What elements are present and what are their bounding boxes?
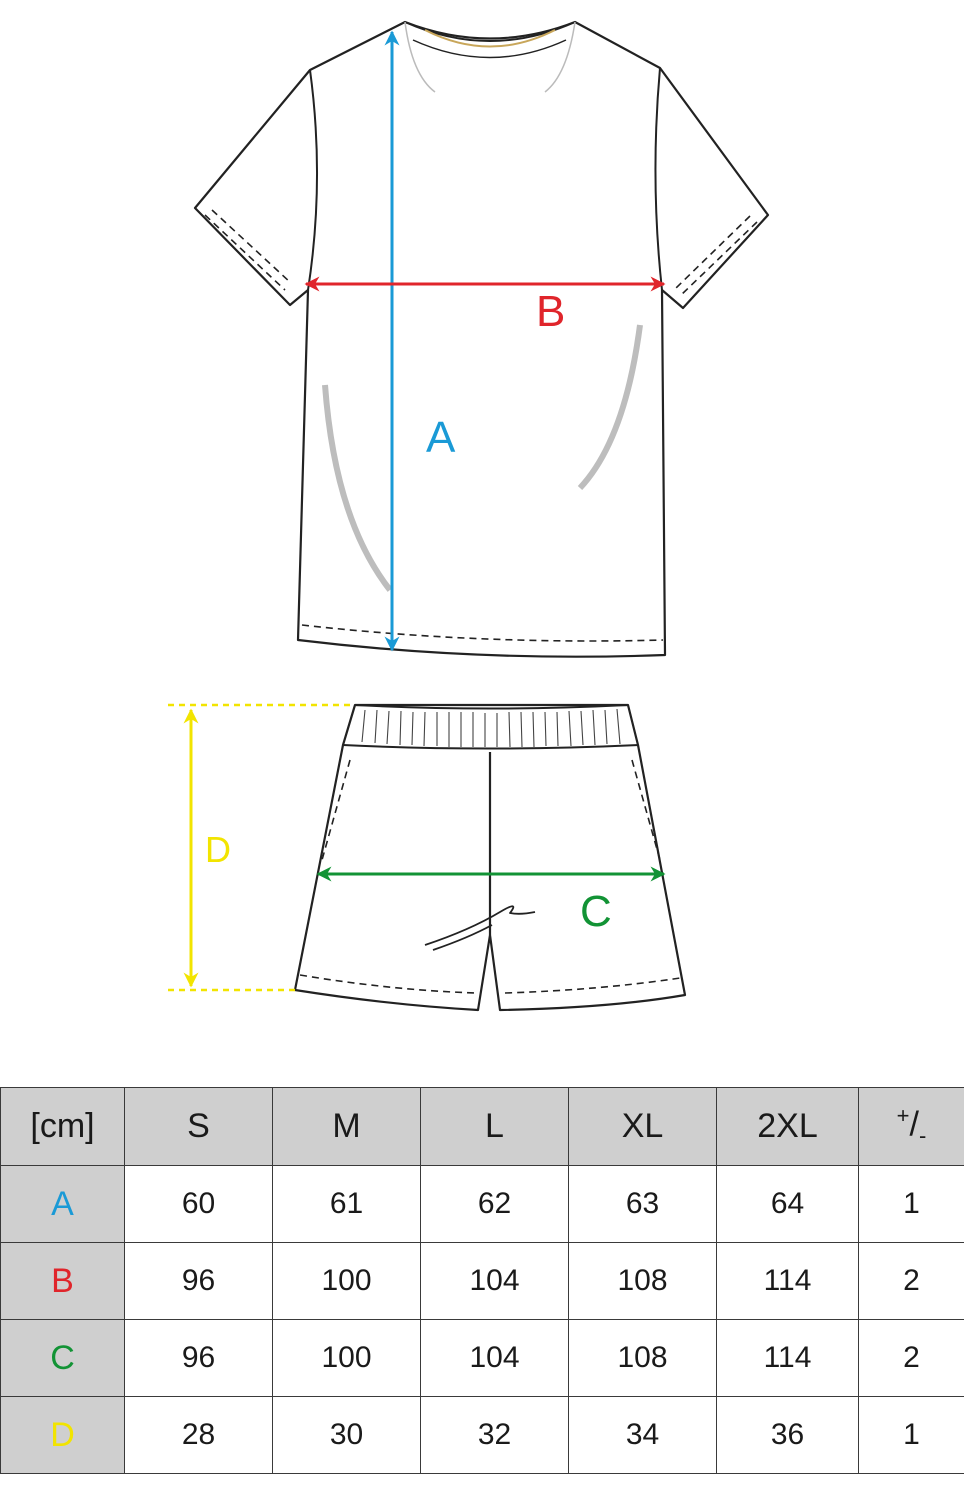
table-cell: 114: [716, 1319, 859, 1397]
unit-header: [cm]: [0, 1087, 125, 1166]
table-row: D 28 30 32 34 36 1: [0, 1396, 964, 1474]
table-cell: 64: [716, 1165, 859, 1243]
dimension-b-label: B: [536, 287, 565, 336]
table-header-row: [cm] S M L XL 2XL +/-: [0, 1087, 964, 1166]
size-header: 2XL: [716, 1087, 859, 1166]
table-cell: 36: [716, 1396, 859, 1474]
dimension-c-label: C: [580, 887, 612, 936]
tolerance-cell: 2: [858, 1319, 964, 1397]
row-label-d: D: [0, 1396, 125, 1474]
size-header: XL: [568, 1087, 717, 1166]
row-label-c: C: [0, 1319, 125, 1397]
table-cell: 100: [272, 1319, 421, 1397]
table-cell: 32: [420, 1396, 569, 1474]
tshirt-drawing: [193, 20, 770, 658]
table-row: B 96 100 104 108 114 2: [0, 1242, 964, 1320]
tolerance-cell: 2: [858, 1242, 964, 1320]
table-row: C 96 100 104 108 114 2: [0, 1319, 964, 1397]
size-header: M: [272, 1087, 421, 1166]
table-cell: 104: [420, 1319, 569, 1397]
table-cell: 28: [124, 1396, 273, 1474]
size-header: L: [420, 1087, 569, 1166]
table-cell: 96: [124, 1242, 273, 1320]
table-cell: 61: [272, 1165, 421, 1243]
size-table: [cm] S M L XL 2XL +/- A 60 61 62 63 64 1…: [0, 1087, 964, 1474]
table-cell: 30: [272, 1396, 421, 1474]
table-cell: 63: [568, 1165, 717, 1243]
table-cell: 62: [420, 1165, 569, 1243]
table-row: A 60 61 62 63 64 1: [0, 1165, 964, 1243]
table-cell: 100: [272, 1242, 421, 1320]
dimension-d-label: D: [205, 829, 231, 870]
tolerance-cell: 1: [858, 1396, 964, 1474]
table-cell: 114: [716, 1242, 859, 1320]
table-cell: 60: [124, 1165, 273, 1243]
dimension-a-label: A: [426, 413, 456, 462]
table-cell: 34: [568, 1396, 717, 1474]
table-cell: 96: [124, 1319, 273, 1397]
row-label-b: B: [0, 1242, 125, 1320]
row-label-a: A: [0, 1165, 125, 1243]
tolerance-header: +/-: [858, 1087, 964, 1166]
garment-illustration: A B C D: [168, 20, 770, 1012]
table-cell: 108: [568, 1319, 717, 1397]
tolerance-cell: 1: [858, 1165, 964, 1243]
table-cell: 104: [420, 1242, 569, 1320]
size-header: S: [124, 1087, 273, 1166]
table-cell: 108: [568, 1242, 717, 1320]
shorts-drawing: [293, 703, 687, 1012]
